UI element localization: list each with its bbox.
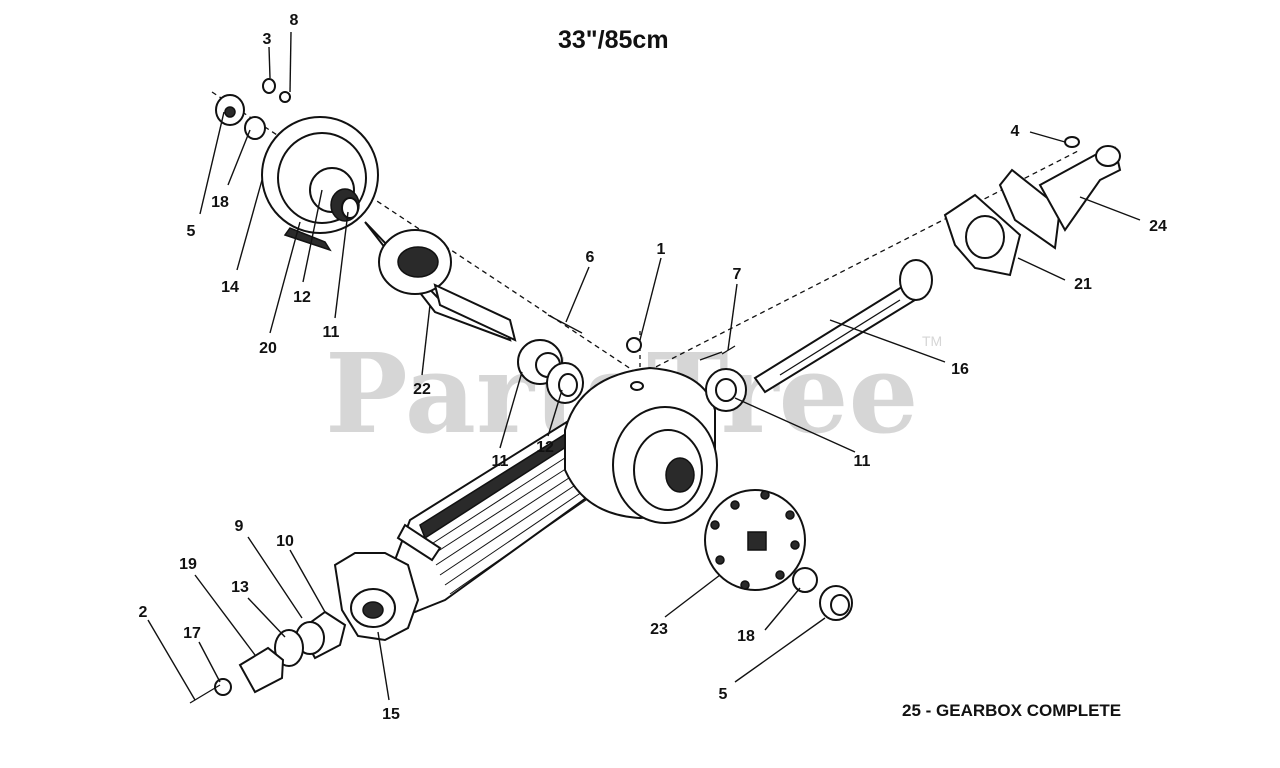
callout-21: 21 — [1074, 276, 1092, 293]
callout-3: 3 — [263, 31, 272, 48]
bevel-gear-shaft — [364, 221, 517, 342]
callout-18: 18 — [737, 628, 755, 645]
callout-22: 22 — [413, 381, 431, 398]
callout-9: 9 — [235, 518, 244, 535]
page-title: 33"/85cm — [558, 26, 669, 54]
small-parts-top-left — [215, 78, 291, 140]
gasket-and-bracket — [943, 136, 1122, 277]
callout-7: 7 — [733, 266, 742, 283]
leader-lines — [147, 31, 1141, 701]
callout-12: 12 — [536, 439, 554, 456]
callout-23: 23 — [650, 621, 668, 638]
callout-19: 19 — [179, 556, 197, 573]
callout-11: 11 — [854, 453, 871, 470]
center-bearings — [517, 339, 747, 412]
callout-24: 24 — [1149, 218, 1167, 235]
callout-12: 12 — [293, 289, 311, 306]
callout-14: 14 — [221, 279, 239, 296]
right-drive-shaft — [753, 259, 933, 394]
callout-20: 20 — [259, 340, 277, 357]
callout-6: 6 — [586, 249, 595, 266]
callout-15: 15 — [382, 706, 400, 723]
callout-17: 17 — [183, 625, 201, 642]
callout-4: 4 — [1011, 123, 1020, 140]
callout-5: 5 — [187, 223, 196, 240]
callout-1: 1 — [657, 241, 666, 258]
upper-hub-assembly — [261, 116, 379, 252]
wheel-hub-assembly — [704, 489, 853, 621]
callout-11: 11 — [323, 324, 340, 341]
callout-18: 18 — [211, 194, 229, 211]
callout-labels: 8 3 5 18 14 20 12 11 22 6 1 7 4 24 21 16… — [139, 12, 1167, 723]
callout-13: 13 — [231, 579, 249, 596]
callout-5: 5 — [719, 686, 728, 703]
callout-11: 11 — [492, 453, 509, 470]
callout-2: 2 — [139, 604, 148, 621]
assembly-caption: 25 - GEARBOX COMPLETE — [902, 701, 1121, 720]
gearbox-housing — [333, 366, 718, 642]
callout-8: 8 — [290, 12, 299, 29]
lower-left-small-parts — [189, 610, 347, 704]
callout-10: 10 — [276, 533, 294, 550]
watermark-trademark: TM — [922, 333, 942, 349]
callout-16: 16 — [951, 361, 969, 378]
